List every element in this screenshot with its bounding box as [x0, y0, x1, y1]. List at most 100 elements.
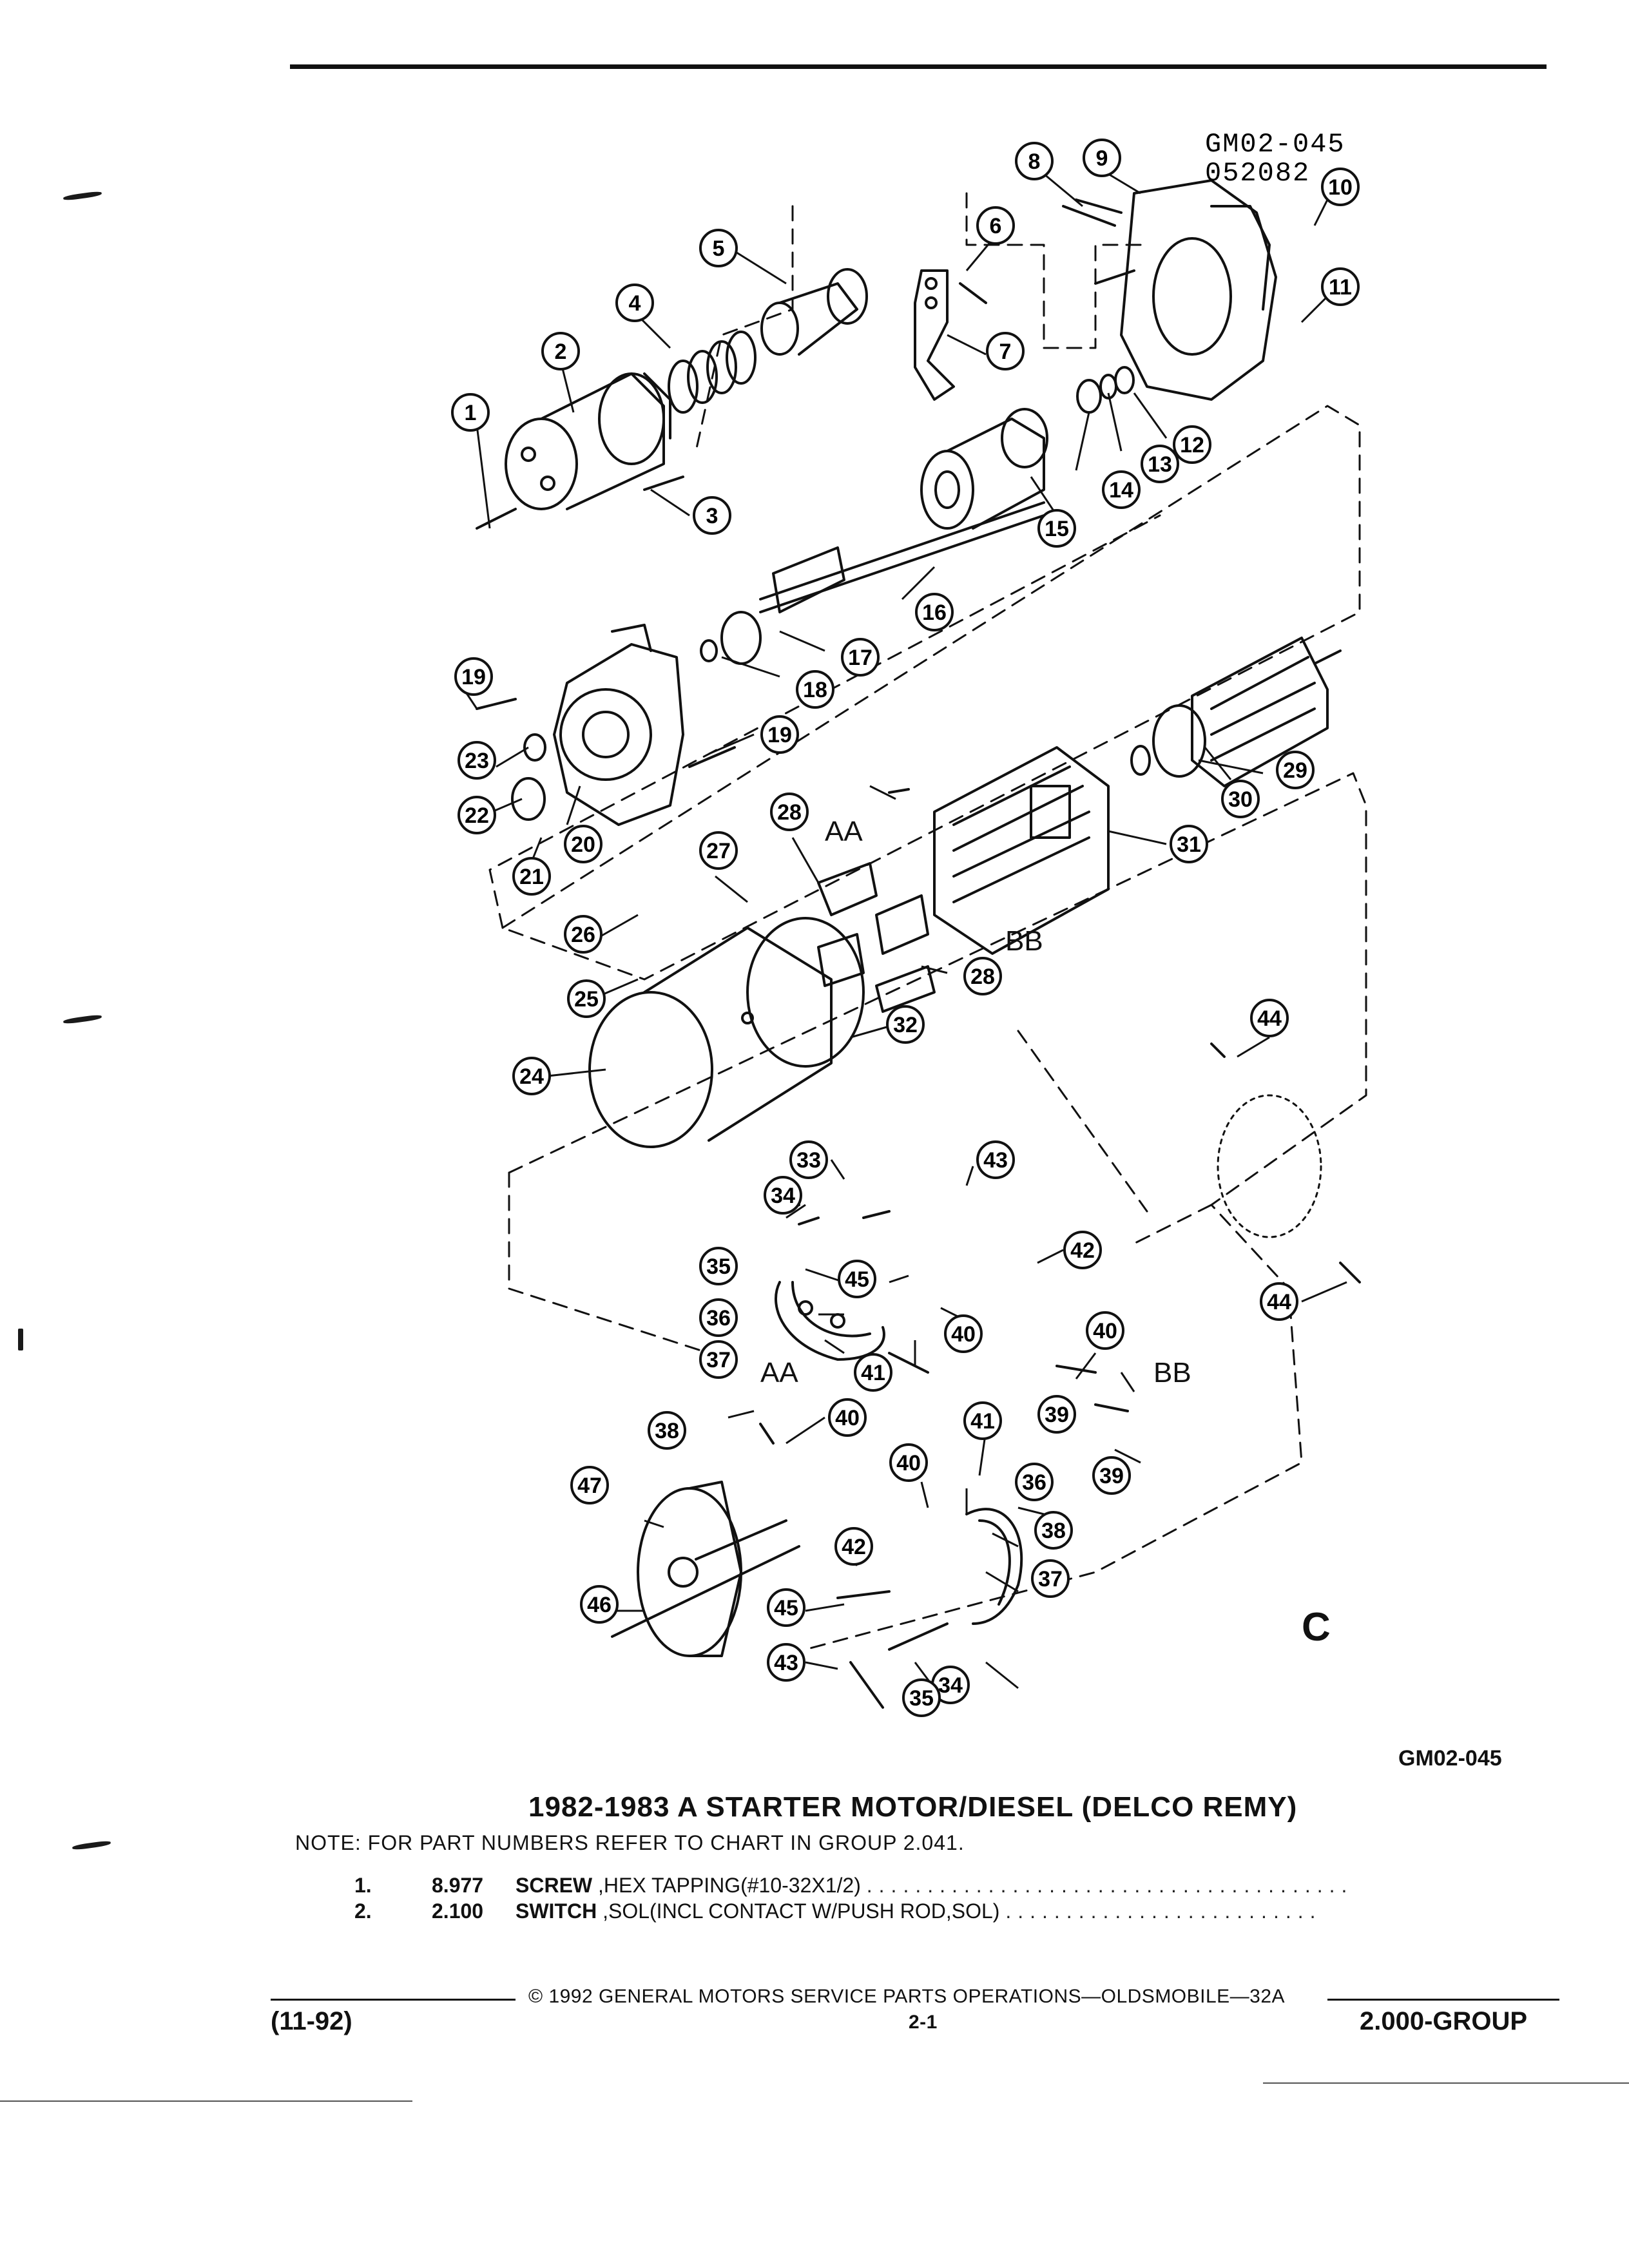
callout-number: 40 [896, 1451, 921, 1475]
callout-46: 46 [580, 1585, 619, 1624]
callout-circle [915, 593, 954, 631]
callout-number: 39 [1045, 1403, 1069, 1427]
callout-number: 42 [1070, 1238, 1095, 1263]
callout-number: 25 [574, 987, 599, 1012]
callout-40: 40 [828, 1398, 867, 1437]
callout-18: 18 [796, 670, 834, 709]
callout-number: 37 [1038, 1567, 1063, 1591]
callout-number: 27 [706, 839, 731, 863]
callout-29: 29 [1276, 751, 1315, 789]
diagram-code-line2: 052082 [1205, 158, 1310, 189]
callout-38: 38 [1034, 1511, 1073, 1550]
callout-24: 24 [512, 1057, 551, 1095]
callout-number: 43 [983, 1148, 1008, 1173]
callout-44: 44 [1260, 1282, 1298, 1321]
callout-45: 45 [767, 1588, 805, 1627]
callout-circle [699, 1247, 738, 1285]
callout-circle [963, 1401, 1002, 1440]
callout-19: 19 [454, 657, 493, 696]
callout-number: 18 [803, 678, 827, 702]
callout-number: 46 [587, 1593, 612, 1617]
callout-40: 40 [889, 1443, 928, 1482]
fasteners [759, 205, 1129, 1709]
callout-circle [889, 1443, 928, 1482]
brush-holders [817, 862, 936, 1013]
callout-number: 11 [1329, 275, 1352, 300]
callout-number: 8 [1028, 149, 1041, 174]
armature-shaft [700, 501, 1045, 665]
page-number: 2-1 [909, 2012, 938, 2033]
callout-number: 34 [771, 1184, 795, 1208]
callout-circle [838, 1260, 876, 1298]
callout-number: 45 [845, 1267, 869, 1292]
callout-number: 41 [970, 1409, 995, 1434]
callout-circle [512, 1057, 551, 1095]
callout-7: 7 [986, 332, 1025, 370]
part-row: 1. 8.977 SCREW ,HEX TAPPING(#10-32X1/2) … [354, 1874, 1418, 1899]
part-description: ,SOL(INCL CONTACT W/PUSH ROD,SOL) [602, 1899, 1000, 1923]
figure-code: GM02-045 [1398, 1746, 1502, 1771]
section-label-aa-upper: AA [825, 816, 863, 847]
dot-leader: .......................... [1005, 1899, 1322, 1923]
plunger [760, 268, 868, 356]
callout-26: 26 [564, 915, 602, 954]
callout-number: 38 [655, 1419, 679, 1443]
part-row: 2. 2.100 SWITCH ,SOL(INCL CONTACT W/PUSH… [354, 1899, 1418, 1925]
callout-number: 17 [848, 646, 872, 670]
callout-number: 28 [970, 965, 995, 989]
footer-rule-left [271, 1999, 516, 2001]
callout-number: 37 [706, 1348, 731, 1372]
callout-34: 34 [931, 1666, 970, 1704]
callout-number: 15 [1045, 517, 1069, 541]
callout-circle [828, 1398, 867, 1437]
callout-circle [770, 793, 809, 831]
callout-number: 2 [555, 340, 567, 364]
callout-circle [699, 1298, 738, 1337]
part-number: 2. [354, 1899, 372, 1923]
drive-housing [1075, 179, 1277, 401]
callout-25: 25 [567, 979, 606, 1018]
callout-number: 43 [774, 1651, 798, 1675]
callout-number: 16 [922, 601, 947, 625]
callout-number: 19 [767, 723, 792, 747]
part-code: 2.100 [432, 1899, 484, 1923]
callout-circle [886, 1005, 925, 1044]
callout-number: 1 [465, 401, 477, 425]
callout-circle [699, 831, 738, 870]
callout-38: 38 [648, 1411, 686, 1450]
callout-number: 40 [951, 1322, 976, 1347]
callout-32: 32 [886, 1005, 925, 1044]
callout-number: 28 [777, 800, 802, 825]
callout-number: 23 [465, 749, 489, 773]
callout-number: 14 [1109, 478, 1133, 503]
callout-number: 40 [1093, 1319, 1117, 1343]
section-label-bb-lower: BB [1153, 1357, 1191, 1389]
shift-lever [914, 269, 987, 401]
corner-mark: C [1302, 1605, 1331, 1649]
callout-30: 30 [1221, 780, 1260, 818]
callout-number: 3 [706, 504, 718, 528]
callout-number: 39 [1099, 1464, 1124, 1488]
spring [668, 331, 757, 414]
callout-21: 21 [512, 857, 551, 896]
callout-circle [570, 1466, 609, 1504]
margin-mark [18, 1329, 23, 1350]
callout-27: 27 [699, 831, 738, 870]
callout-circle [1092, 1456, 1131, 1495]
callout-circle [789, 1140, 828, 1179]
callout-number: 29 [1283, 758, 1307, 783]
callout-circle [1037, 509, 1076, 548]
callout-39: 39 [1037, 1395, 1076, 1434]
callout-circle [841, 638, 880, 677]
callout-circle [976, 1140, 1015, 1179]
callout-circle [1083, 139, 1121, 177]
part-name: SCREW [516, 1874, 593, 1897]
bolt-44-upper [1210, 1043, 1226, 1058]
callout-circle [648, 1411, 686, 1450]
callout-circle [699, 229, 738, 267]
footer-date: (11-92) [271, 2007, 352, 2035]
callout-number: 31 [1177, 832, 1201, 857]
callout-circle [767, 1643, 805, 1682]
callout-number: 35 [909, 1686, 934, 1711]
